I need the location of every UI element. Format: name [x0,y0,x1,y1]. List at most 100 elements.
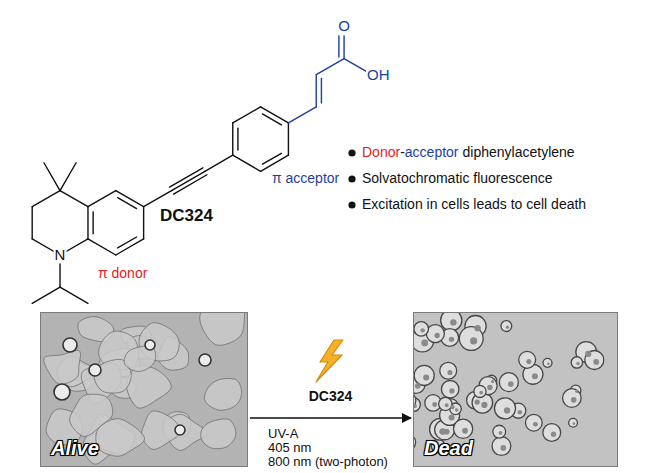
part-label: π donor [98,265,147,281]
cell-core [508,381,514,387]
cell-shape [96,419,145,457]
edge-label: DC324 [309,388,353,404]
micrograph-panel: Alive [40,312,248,467]
cell-core [421,339,428,346]
dead-cell [453,419,472,438]
cell-core [500,445,506,451]
lightning-icon [316,340,343,382]
atom-label: N [54,246,67,263]
cell-core [504,407,510,413]
panel-caption: Alive [51,436,99,460]
cell-shape [201,419,236,449]
bullet-dots [348,149,355,208]
round-cell [54,384,70,400]
cell-core [506,326,509,329]
cell-core [481,402,487,408]
dead-cell [569,418,578,427]
dead-cell [519,351,536,368]
chemical-bond [316,59,344,75]
cell-core [450,405,454,409]
cell-core [455,408,458,411]
dead-cell [414,322,429,337]
chemical-bond [170,168,203,187]
cell-core [593,359,599,365]
cell-core [434,333,439,338]
dead-cell [571,357,582,368]
cell-core [518,410,523,415]
dead-cell [474,385,486,397]
micrograph-dead [413,312,618,467]
cell-core [447,370,452,375]
cell-core [432,402,437,407]
cell-core [575,390,578,393]
condition-label: UV-A [268,427,298,442]
cell-core [445,403,449,407]
cell-shape [205,378,242,410]
round-cell [199,354,211,366]
cell-shape [200,312,245,345]
cell-core [450,319,456,325]
dead-cell [543,424,561,442]
round-cell [145,340,155,350]
dead-cell [440,362,457,379]
chemical-bond [44,163,60,191]
chemical-bond [60,191,88,207]
cell-core [474,325,480,331]
cell-core [533,422,538,427]
bullet-text: - [400,144,405,160]
chemical-bond [118,198,137,209]
chemical-bond [288,123,289,155]
cell-shape [44,350,81,384]
cell-core [462,428,468,434]
cell-core [449,388,454,393]
chemical-bond [172,171,205,190]
chemical-bond [60,287,88,303]
cell-core [551,432,556,437]
chemical-bond [87,207,88,239]
cell-core [475,399,480,404]
chemical-bond [316,75,317,107]
reaction-arrow [250,417,411,419]
dead-cell [543,358,552,367]
panel-caption: Dead [424,436,473,460]
micrograph-panel: Dead [413,312,618,467]
atom-label: O [337,18,351,35]
dead-cell [439,397,452,410]
micrograph-alive [40,312,248,467]
chemical-bond [92,212,93,234]
chemical-bond [88,239,116,255]
cell-core [573,422,576,425]
bullet-dot [348,149,355,156]
chemical-bond [205,155,233,171]
dead-cell [426,325,444,343]
cell-core [576,362,579,365]
chemical-bond [32,287,60,303]
cell-core [491,380,494,383]
chemical-bond [232,123,233,155]
bullet-text: Donor [362,144,400,160]
chemical-bond [60,163,76,191]
dead-cell [494,398,515,419]
chemical-bond [233,107,261,123]
chemical-bond [237,128,238,150]
chemical-bond [262,114,281,125]
chemical-bond [118,237,137,248]
dead-cell [441,312,462,331]
chemical-bond [144,191,172,207]
chemical-bond [288,107,316,123]
chemical-bond [321,79,322,103]
chemical-bond [262,153,281,164]
dead-cell [414,365,434,385]
dead-cell [585,351,604,370]
dead-cell [501,321,512,332]
bullet-dot [348,201,355,208]
bullet-dot [348,175,355,182]
cell-core [487,385,492,390]
round-cell [89,364,101,376]
cell-core [585,351,591,357]
cell-core [470,337,477,344]
dead-cell [492,437,511,456]
part-label: π acceptor [272,170,339,186]
cell-core [423,374,429,380]
